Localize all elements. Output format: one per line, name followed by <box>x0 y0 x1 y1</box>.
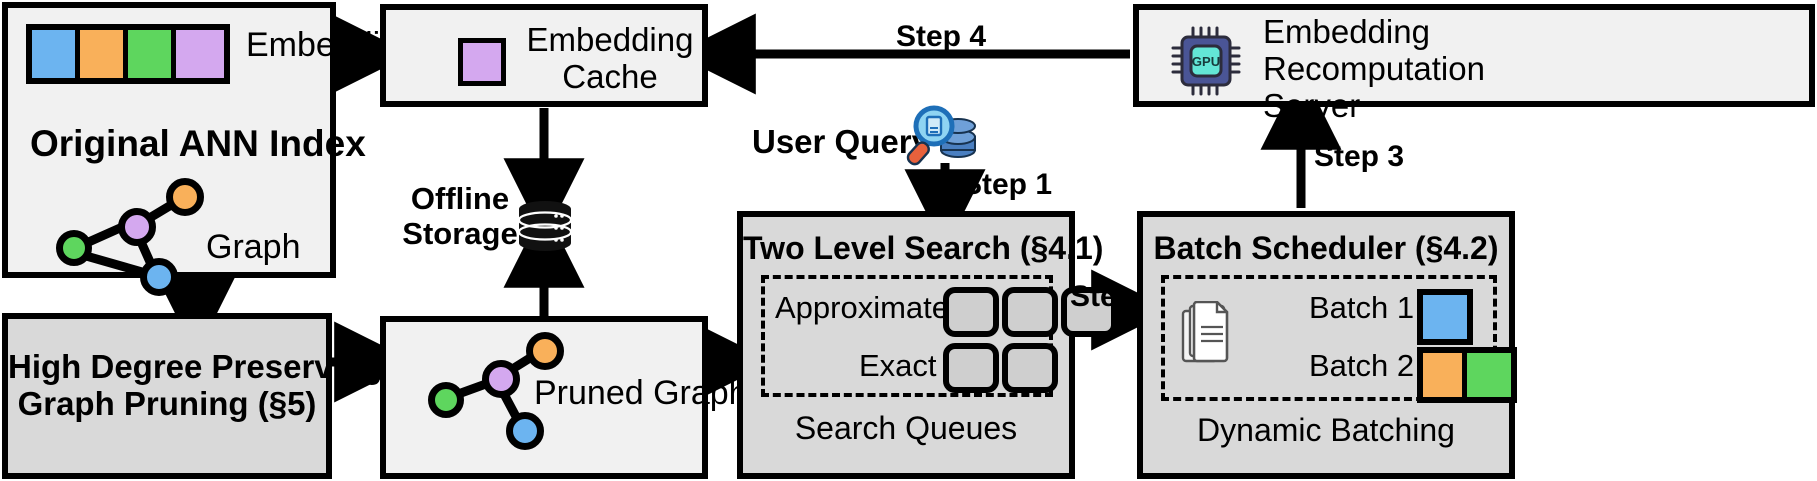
embedding-cell-purple <box>176 30 224 78</box>
graph-node-green <box>56 230 92 266</box>
batch-scheduler-box: Batch Scheduler (§4.2) Batch 1 Batch 2 <box>1137 211 1517 479</box>
graph-node-green <box>428 382 464 418</box>
original-ann-index-box: Embedding Original ANN Index Graph <box>2 2 418 296</box>
queue-slot <box>943 343 999 393</box>
recomputation-server-label: Embedding Recomputation Server <box>1263 13 1485 124</box>
batch-cell-green <box>1467 353 1511 397</box>
embedding-cell-orange <box>80 30 128 78</box>
pruned-graph-box: Pruned Graph <box>380 316 748 479</box>
dynamic-batching-caption: Dynamic Batching <box>1197 412 1455 448</box>
search-queues-caption: Search Queues <box>794 410 1018 446</box>
query-search-icon <box>906 105 976 166</box>
graph-label: Graph <box>206 228 301 266</box>
batch-1-label: Batch 1 <box>1309 290 1415 325</box>
queue-slot <box>943 287 999 337</box>
embedding-cell-green <box>128 30 176 78</box>
svg-text:GPU: GPU <box>1192 54 1220 69</box>
graph-node-blue <box>506 412 544 450</box>
dynamic-batching-dashed-region: Batch 1 Batch 2 <box>1161 275 1517 403</box>
graph-node-purple <box>118 208 156 246</box>
batch-cell-blue <box>1423 295 1467 339</box>
approximate-queue-slots <box>943 287 1117 337</box>
database-icon <box>517 201 573 251</box>
embedding-cell-blue <box>32 30 80 78</box>
pruned-graph-label: Pruned Graph <box>534 374 748 412</box>
approximate-queue-label: Approximate <box>775 290 950 325</box>
embedding-vector-swatches <box>26 24 230 84</box>
graph-node-purple <box>482 360 520 398</box>
offline-storage-label: Offline Storage <box>402 181 518 251</box>
embedding-cache-box: Embedding Cache <box>380 4 708 107</box>
graph-pruning-box: High Degree Preserving Graph Pruning (§5… <box>2 313 383 479</box>
step4-label: Step 4 <box>896 20 987 53</box>
ann-index-graph-glyph <box>44 178 204 296</box>
queue-slot <box>1061 287 1117 337</box>
graph-pruning-label: High Degree Preserving Graph Pruning (§5… <box>8 348 383 422</box>
batch-1-cells <box>1417 289 1473 345</box>
batch-2-cells <box>1417 347 1517 403</box>
step3-label: Step 3 <box>1314 140 1405 173</box>
batch-2-label: Batch 2 <box>1309 348 1415 383</box>
two-level-search-box: Two Level Search (§4.1) Approximate Exac… <box>737 211 1117 479</box>
graph-node-orange <box>166 178 204 216</box>
embedding-cache-label: Embedding Cache <box>526 21 694 95</box>
two-level-search-title: Two Level Search (§4.1) <box>743 230 1104 266</box>
embedding-cache-chip-icon <box>458 38 506 86</box>
graph-node-blue <box>140 258 178 296</box>
gpu-chip-icon: GPU <box>1171 26 1241 96</box>
batch-scheduler-title: Batch Scheduler (§4.2) <box>1153 230 1499 266</box>
graph-node-orange <box>526 332 564 370</box>
original-ann-index-title: Original ANN Index <box>30 123 366 164</box>
exact-queue-slots <box>943 343 1058 393</box>
pruned-graph-glyph <box>422 332 564 464</box>
recomputation-server-box: GPU Embedding Recomputation Server <box>1133 4 1815 124</box>
queue-slot <box>1002 343 1058 393</box>
search-queues-dashed-region: Approximate Exact <box>761 275 1117 397</box>
exact-queue-label: Exact <box>859 348 937 383</box>
step1-label: Step 1 <box>962 168 1053 201</box>
documents-icon <box>1181 301 1229 363</box>
batch-cell-orange <box>1423 353 1467 397</box>
queue-slot <box>1002 287 1058 337</box>
